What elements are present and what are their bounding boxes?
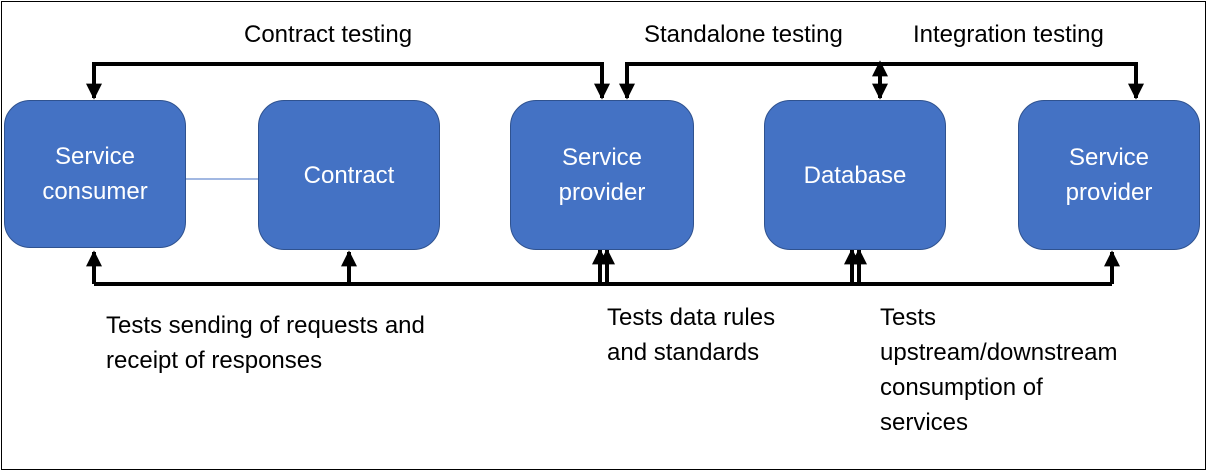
standalone-testing-label: Standalone testing [644, 21, 843, 48]
consumption-label: Tests upstream/downstream consumption of… [880, 304, 1118, 436]
contract-box: Contract [258, 100, 440, 250]
contract-testing-connector [92, 62, 604, 90]
requests-responses-label: Tests sending of requests and receipt of… [106, 312, 425, 374]
integration-testing-label: Integration testing [913, 21, 1104, 48]
service-consumer-box: Service consumer [4, 100, 186, 248]
downstream-service-provider-box: Service provider [1018, 100, 1200, 250]
data-rules-label: Tests data rules and standards [607, 304, 776, 366]
contract-testing-label: Contract testing [244, 21, 413, 48]
database-box: Database [764, 100, 946, 250]
service-provider-box: Service provider [510, 100, 694, 250]
